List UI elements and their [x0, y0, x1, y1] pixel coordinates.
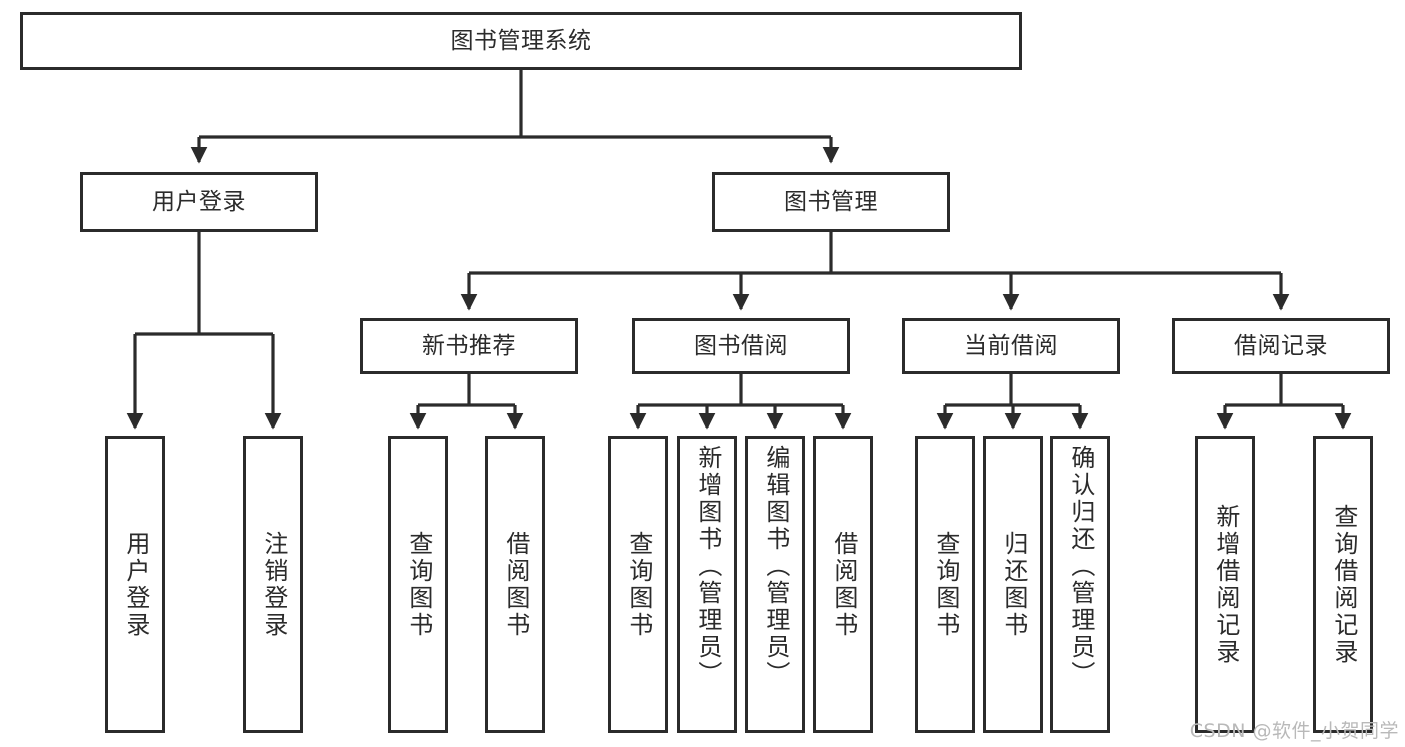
- node-leaf-borrow-book-1-label: 借阅图书: [501, 530, 530, 639]
- node-leaf-confirm-return-admin-label: 确认归还（管理员）: [1066, 445, 1095, 688]
- node-leaf-query-book-2-label: 查询图书: [624, 530, 653, 639]
- node-book-borrow-label: 图书借阅: [694, 332, 788, 359]
- node-leaf-borrow-book-1[interactable]: 借阅图书: [485, 436, 545, 733]
- node-leaf-add-book-admin[interactable]: 新增图书（管理员）: [677, 436, 737, 733]
- node-borrow-record-label: 借阅记录: [1234, 332, 1328, 359]
- node-leaf-query-book-1[interactable]: 查询图书: [388, 436, 448, 733]
- node-leaf-confirm-return-admin[interactable]: 确认归还（管理员）: [1050, 436, 1110, 733]
- node-leaf-query-borrow-record[interactable]: 查询借阅记录: [1313, 436, 1373, 733]
- node-leaf-add-borrow-record-label: 新增借阅记录: [1211, 503, 1240, 666]
- node-root-label: 图书管理系统: [450, 27, 592, 54]
- node-user-login[interactable]: 用户登录: [80, 172, 318, 232]
- node-leaf-add-book-admin-label: 新增图书（管理员）: [693, 445, 722, 688]
- node-current-borrow-label: 当前借阅: [964, 332, 1058, 359]
- node-leaf-edit-book-admin-label: 编辑图书（管理员）: [761, 445, 790, 688]
- node-leaf-return-book-label: 归还图书: [999, 530, 1028, 639]
- node-book-borrow[interactable]: 图书借阅: [632, 318, 850, 374]
- node-leaf-query-borrow-record-label: 查询借阅记录: [1329, 503, 1358, 666]
- node-leaf-user-login[interactable]: 用户登录: [105, 436, 165, 733]
- node-borrow-record[interactable]: 借阅记录: [1172, 318, 1390, 374]
- node-current-borrow[interactable]: 当前借阅: [902, 318, 1120, 374]
- node-root[interactable]: 图书管理系统: [20, 12, 1022, 70]
- node-leaf-logout-login-label: 注销登录: [259, 530, 288, 639]
- node-leaf-add-borrow-record[interactable]: 新增借阅记录: [1195, 436, 1255, 733]
- node-leaf-user-login-label: 用户登录: [121, 530, 150, 639]
- node-leaf-borrow-book-2-label: 借阅图书: [829, 530, 858, 639]
- node-leaf-borrow-book-2[interactable]: 借阅图书: [813, 436, 873, 733]
- node-user-login-label: 用户登录: [152, 188, 246, 215]
- node-leaf-query-book-2[interactable]: 查询图书: [608, 436, 668, 733]
- node-book-manage[interactable]: 图书管理: [712, 172, 950, 232]
- node-leaf-return-book[interactable]: 归还图书: [983, 436, 1043, 733]
- watermark: CSDN @软件_小贺同学: [1189, 720, 1399, 742]
- node-leaf-query-book-1-label: 查询图书: [404, 530, 433, 639]
- node-book-manage-label: 图书管理: [784, 188, 878, 215]
- node-leaf-edit-book-admin[interactable]: 编辑图书（管理员）: [745, 436, 805, 733]
- node-leaf-logout-login[interactable]: 注销登录: [243, 436, 303, 733]
- node-leaf-query-book-3-label: 查询图书: [931, 530, 960, 639]
- node-new-book-recommend-label: 新书推荐: [422, 332, 516, 359]
- node-new-book-recommend[interactable]: 新书推荐: [360, 318, 578, 374]
- node-leaf-query-book-3[interactable]: 查询图书: [915, 436, 975, 733]
